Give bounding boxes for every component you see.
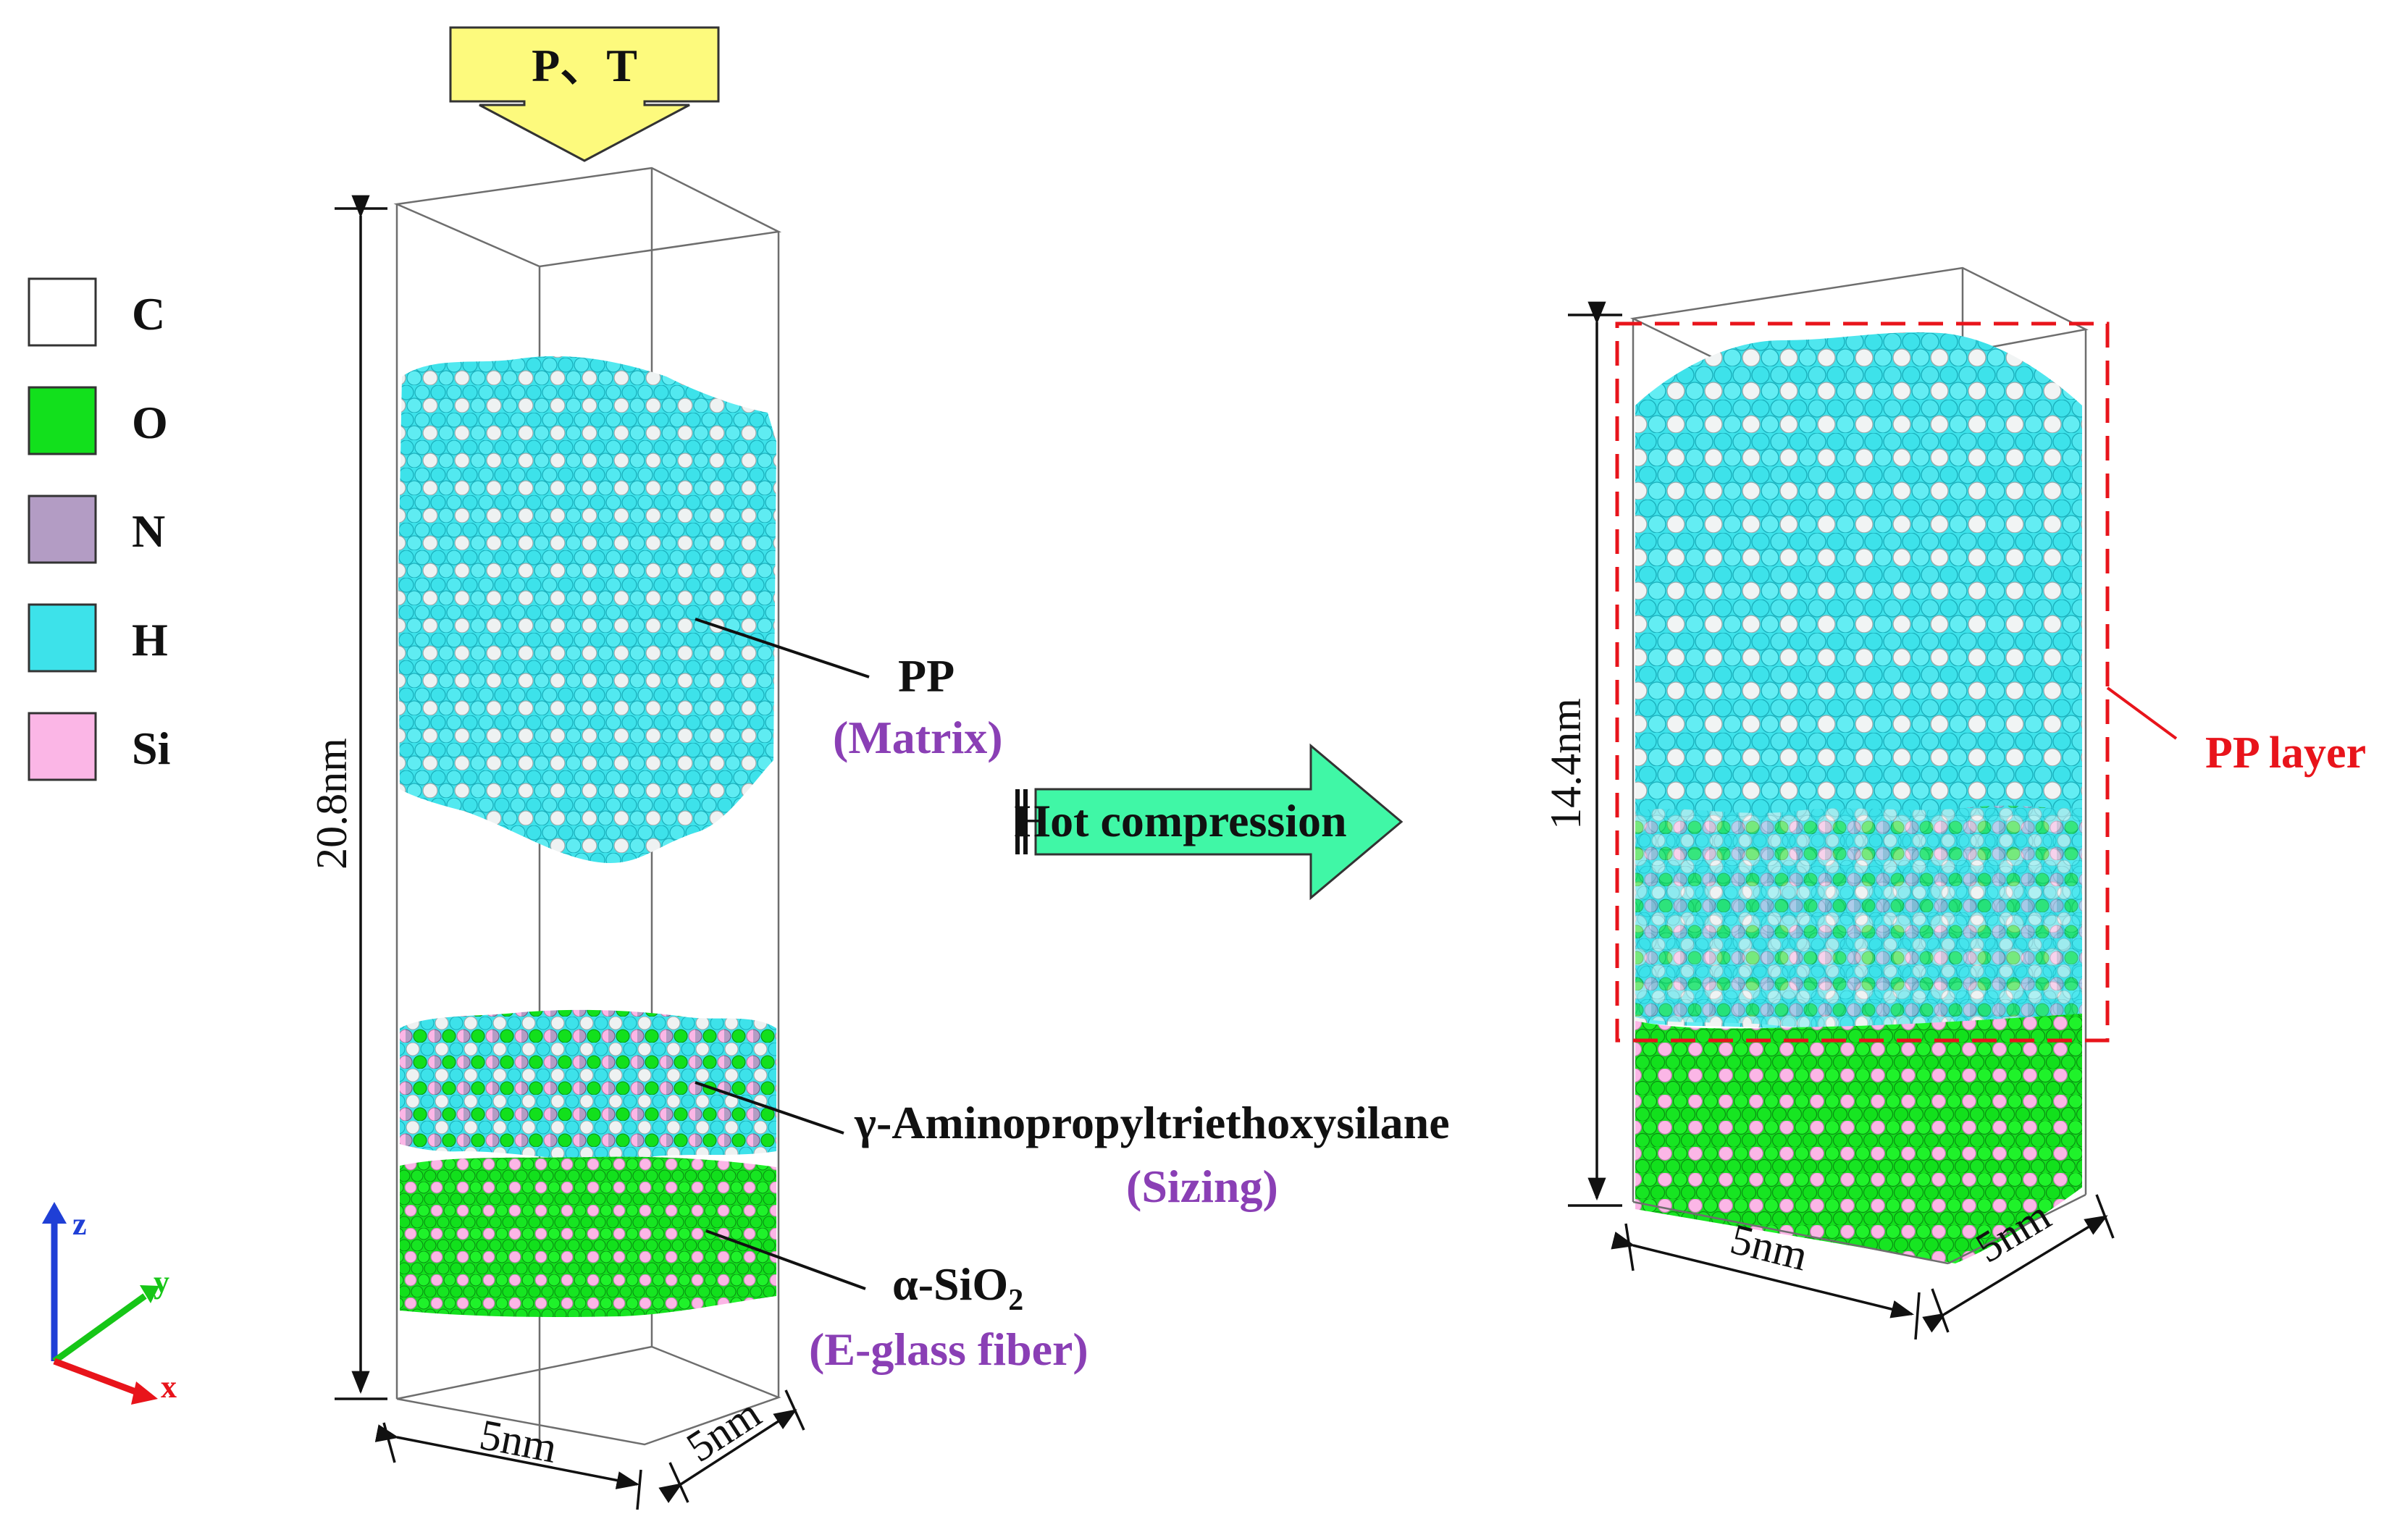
compressed-width-dimension <box>1611 1223 1921 1340</box>
process-arrow: Hot compression <box>1014 743 1404 901</box>
depth-tick-left <box>1931 1288 1950 1333</box>
initial-width-label: 5nm <box>476 1410 561 1472</box>
compressed-depth-dimension <box>1922 1194 2115 1333</box>
pp-layer-label: PP layer <box>2205 728 2366 778</box>
glass-label-subscript: 2 <box>1008 1284 1023 1317</box>
sizing-layer-block <box>400 1009 776 1161</box>
compressed-height-label: 14.4nm <box>1542 698 1590 830</box>
width-tick-right <box>1914 1292 1921 1340</box>
y-axis-label: y <box>154 1264 169 1300</box>
axes-triad: z y x <box>42 1202 177 1405</box>
width-dim-line <box>1611 1231 1915 1318</box>
width-tick-right <box>636 1469 642 1510</box>
legend-swatch-si <box>28 712 97 781</box>
z-axis-head <box>42 1202 67 1224</box>
legend-label-h: H <box>132 614 168 665</box>
glass-leader-line <box>705 1229 866 1290</box>
legend-swatch-h <box>28 603 97 673</box>
legend-item-c: C <box>28 277 165 347</box>
load-arrow-shape <box>449 26 720 162</box>
initial-model: 20.8nm 5nm 5nm <box>308 167 805 1510</box>
legend: C O N H Si <box>28 277 170 781</box>
load-arrow-label: P、T <box>532 40 637 91</box>
legend-item-o: O <box>28 386 168 455</box>
legend-swatch-n <box>28 495 97 564</box>
x-axis-label: x <box>161 1369 177 1405</box>
initial-height-label: 20.8nm <box>308 738 356 870</box>
glass-fiber-block <box>400 1156 776 1318</box>
legend-label-si: Si <box>132 723 170 774</box>
width-tick-left <box>382 1422 396 1463</box>
glass-role-label: (E-glass fiber) <box>809 1324 1088 1375</box>
component-labels: PP (Matrix) γ-Aminopropyltriethoxysilane… <box>695 618 1450 1375</box>
pp-layer-highlight <box>1615 321 2110 1043</box>
initial-depth-label: 5nm <box>678 1389 768 1471</box>
y-axis-head <box>140 1285 159 1303</box>
depth-dim-line <box>1922 1215 2108 1333</box>
width-dim-line <box>374 1424 640 1489</box>
pp-label: PP <box>898 650 955 702</box>
legend-label-o: O <box>132 397 168 448</box>
process-arrow-shape <box>1034 743 1404 901</box>
z-axis-label: z <box>72 1206 87 1242</box>
legend-swatch-c <box>28 277 97 347</box>
compressed-glass-block <box>1635 1014 2082 1263</box>
compressed-model: PP layer 14.4nm 5nm 5nm <box>1542 266 2366 1340</box>
compressed-sizing-band <box>1635 805 2082 1037</box>
process-arrow-label: Hot compression <box>1014 795 1346 846</box>
sizing-role-label: (Sizing) <box>1126 1161 1278 1212</box>
x-axis-arrow <box>53 1358 143 1397</box>
pp-role-label: (Matrix) <box>833 712 1003 763</box>
compressed-height-dimension <box>1568 301 1622 1207</box>
pp-matrix-block <box>398 356 776 863</box>
glass-label-main: α-SiO <box>892 1258 1008 1310</box>
sizing-leader-line <box>695 1081 844 1135</box>
pp-leader-line <box>695 618 870 678</box>
legend-item-h: H <box>28 603 168 673</box>
load-arrow: P、T <box>449 26 720 162</box>
legend-item-si: Si <box>28 712 170 781</box>
initial-width-dimension <box>374 1422 642 1510</box>
depth-dim-line <box>658 1409 797 1503</box>
legend-swatch-o <box>28 386 97 455</box>
initial-depth-dimension <box>658 1389 805 1503</box>
legend-label-n: N <box>132 505 165 557</box>
initial-box-top <box>393 167 782 268</box>
legend-item-n: N <box>28 495 165 564</box>
glass-label: α-SiO2 <box>892 1258 1023 1317</box>
pp-layer-leader-line <box>2106 686 2178 740</box>
y-axis-arrow <box>52 1293 147 1364</box>
initial-height-dimension <box>335 195 387 1400</box>
width-tick-left <box>1624 1223 1635 1271</box>
x-axis-head <box>131 1381 158 1405</box>
legend-label-c: C <box>132 288 165 340</box>
sizing-label: γ-Aminopropyltriethoxysilane <box>854 1097 1450 1148</box>
